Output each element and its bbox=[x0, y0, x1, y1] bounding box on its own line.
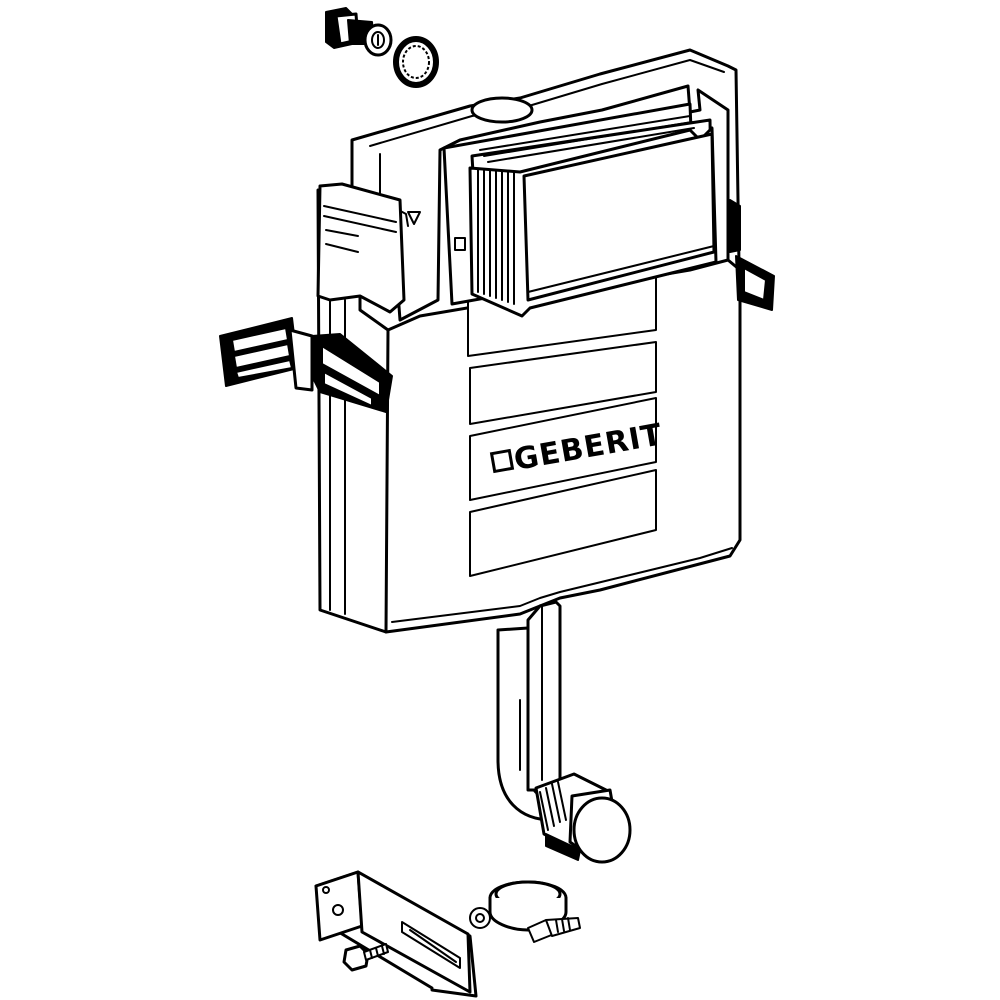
mounting-bracket-right bbox=[729, 199, 775, 311]
flush-pipe bbox=[496, 600, 562, 822]
indicator-square bbox=[454, 237, 466, 251]
mounting-bracket-left bbox=[219, 317, 393, 413]
filter-cartridge bbox=[442, 102, 718, 318]
pipe-outlet bbox=[534, 772, 632, 864]
inlet-valve bbox=[325, 7, 393, 57]
bolt bbox=[342, 943, 389, 972]
pipe-clamp bbox=[469, 880, 581, 943]
wall-bracket bbox=[314, 870, 478, 998]
logo-square-icon bbox=[489, 448, 515, 474]
seal-ring bbox=[393, 36, 439, 88]
tank-body bbox=[316, 48, 742, 634]
